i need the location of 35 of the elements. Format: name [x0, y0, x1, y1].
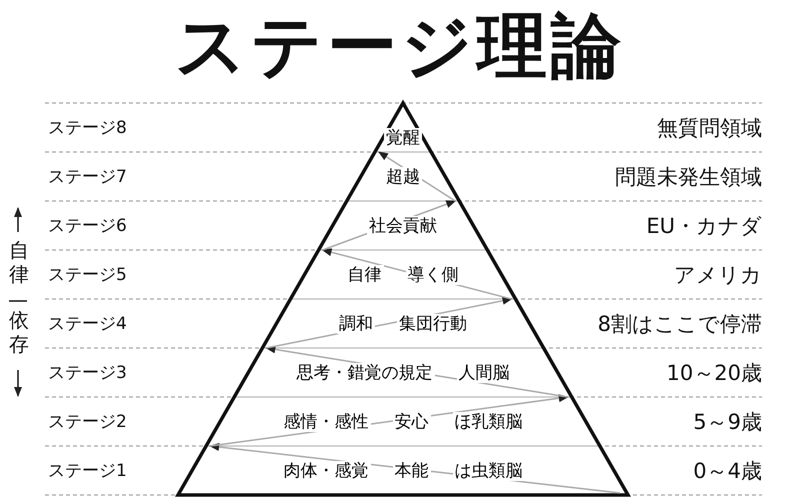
stage-label: ステージ3	[48, 362, 127, 384]
stage-trait: 集団行動	[397, 314, 469, 334]
stage-label: ステージ8	[48, 116, 127, 138]
stage-trait: 導く側	[406, 264, 460, 284]
stage-trait: 肉体・感覚	[282, 460, 370, 480]
stage-trait: 思考・錯覚の規定	[294, 362, 434, 382]
stage-trait: 本能	[392, 460, 430, 480]
stage-trait: は虫類脳	[452, 460, 524, 480]
stage-note: 問題未発生領域	[615, 164, 762, 190]
stage-trait: 感情・感性	[282, 412, 370, 432]
stage-label: ステージ6	[48, 214, 127, 236]
stage-label: ステージ2	[48, 410, 127, 432]
stage-trait: ほ乳類脳	[452, 412, 524, 432]
arrow	[378, 151, 456, 202]
axis-label: 自律	[8, 238, 30, 286]
stage-trait: 超越	[384, 166, 422, 186]
stage-note: EU・カナダ	[646, 212, 762, 238]
stage-note: 10～20歳	[666, 360, 762, 386]
arrow	[322, 200, 456, 251]
stage-note: 8割はここで停滞	[598, 310, 762, 336]
stage-trait: 安心	[392, 412, 430, 432]
stage-label: ステージ5	[48, 264, 127, 286]
stage-trait: 覚醒	[384, 128, 422, 148]
stage-note: 0～4歳	[693, 458, 762, 484]
axis-label: 依存	[8, 308, 30, 356]
stage-note: 5～9歳	[693, 408, 762, 434]
stage-trait: 人間脳	[456, 362, 512, 382]
stage-note: 無質問領域	[657, 114, 762, 140]
stage-label: ステージ1	[48, 460, 127, 482]
stage-trait: 調和	[337, 314, 375, 334]
title: ステージ理論	[174, 4, 626, 88]
stage-note: アメリカ	[674, 262, 762, 288]
stage-trait: 社会貢献	[367, 216, 439, 236]
stage-label: ステージ4	[48, 312, 127, 334]
stage-label: ステージ7	[48, 166, 127, 188]
